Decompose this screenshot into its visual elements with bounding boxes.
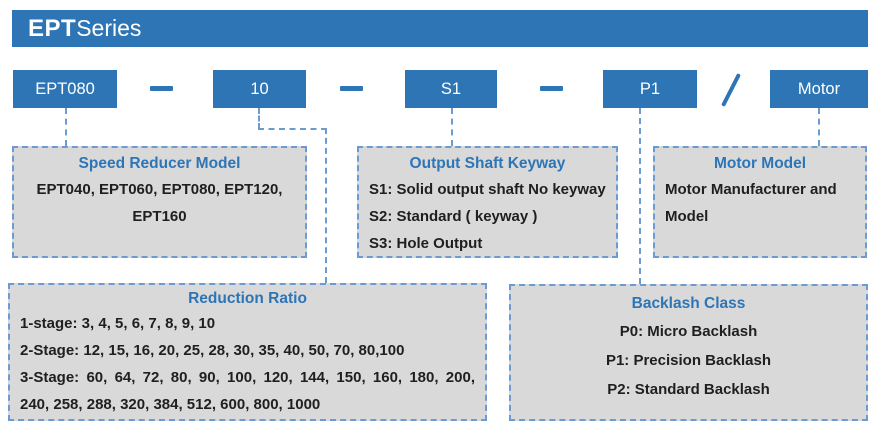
motor-model-box: Motor Model Motor Manufacturer and Model — [653, 146, 867, 258]
reduction-ratio-box: Reduction Ratio 1-stage: 3, 4, 5, 6, 7, … — [8, 283, 487, 421]
series-title-regular: Series — [76, 15, 142, 41]
connector-ratio-line-v1 — [258, 108, 260, 129]
speed-reducer-model-line: EPT160 — [132, 208, 187, 225]
backlash-class-line: P1: Precision Backlash — [605, 352, 772, 369]
reduction-ratio-line: 240, 258, 288, 320, 384, 512, 600, 800, … — [20, 396, 321, 413]
connector-keyway-line — [451, 108, 453, 146]
output-shaft-keyway-line: S1: Solid output shaft No keyway — [369, 181, 606, 198]
backlash-class-line: P2: Standard Backlash — [607, 381, 770, 398]
series-title-bold: EPT — [28, 14, 77, 42]
motor-model-line: Model — [665, 208, 709, 225]
speed-reducer-model-box: Speed Reducer Model EPT040, EPT060, EPT0… — [12, 146, 307, 258]
code-block-keyway: S1 — [405, 70, 497, 108]
motor-model-title: Motor Model — [713, 155, 807, 172]
backlash-class-line: P0: Micro Backlash — [619, 323, 758, 340]
code-block-motor: Motor — [770, 70, 868, 108]
backlash-class-title: Backlash Class — [631, 295, 746, 312]
reduction-ratio-line: 3-Stage: 60, 64, 72, 80, 90, 100, 120, 1… — [20, 369, 475, 386]
reduction-ratio-title: Reduction Ratio — [188, 290, 307, 307]
motor-model-line: Motor Manufacturer and — [665, 181, 837, 198]
speed-reducer-model-title: Speed Reducer Model — [78, 155, 241, 172]
output-shaft-keyway-box: Output Shaft Keyway S1: Solid output sha… — [357, 146, 618, 258]
dash-icon — [340, 86, 363, 91]
connector-backlash-line — [639, 108, 641, 284]
connector-motor-line — [818, 108, 820, 146]
dash-icon — [150, 86, 173, 91]
output-shaft-keyway-title: Output Shaft Keyway — [409, 155, 566, 172]
output-shaft-keyway-line: S2: Standard ( keyway ) — [369, 208, 538, 225]
reduction-ratio-line: 2-Stage: 12, 15, 16, 20, 25, 28, 30, 35,… — [20, 342, 405, 359]
code-block-backlash: P1 — [603, 70, 697, 108]
reduction-ratio-line: 1-stage: 3, 4, 5, 6, 7, 8, 9, 10 — [20, 315, 216, 332]
slash-icon — [721, 73, 741, 107]
backlash-class-box: Backlash Class P0: Micro Backlash P1: Pr… — [509, 284, 868, 421]
connector-ratio-line-h — [258, 128, 327, 130]
connector-ratio-line-v2 — [325, 128, 327, 283]
code-block-ratio: 10 — [213, 70, 306, 108]
speed-reducer-model-line: EPT040, EPT060, EPT080, EPT120, — [36, 181, 283, 198]
connector-model-line — [65, 108, 67, 146]
dash-icon — [540, 86, 563, 91]
output-shaft-keyway-line: S3: Hole Output — [369, 235, 483, 252]
code-block-model: EPT080 — [13, 70, 117, 108]
